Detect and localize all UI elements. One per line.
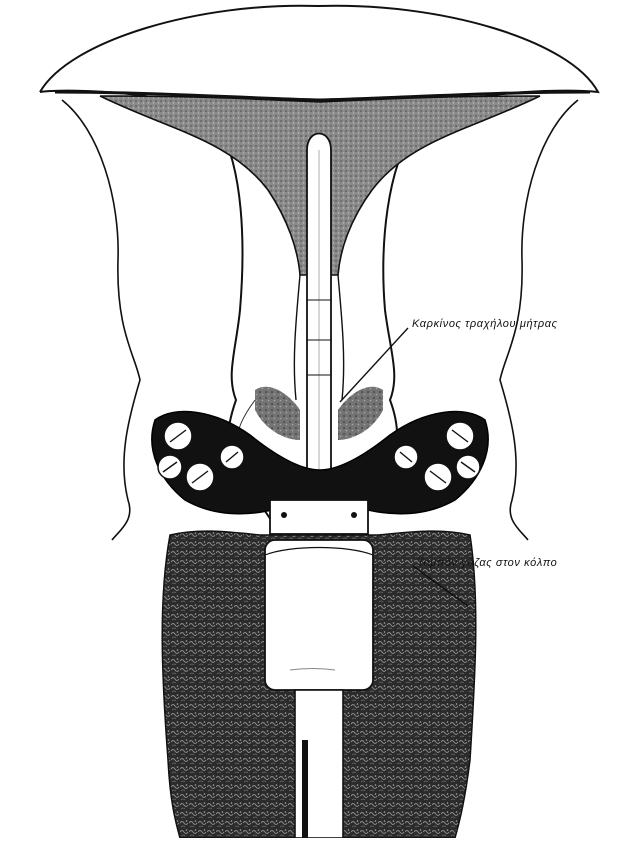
vaginal-cylinder <box>265 540 373 690</box>
cervical-cancer-label: Καρκίνος τραχήλου μήτρας <box>412 318 558 330</box>
cervical-tumor <box>255 387 300 440</box>
gauze-tampon-label: Ταμπόν γάζας στον κόλπο <box>417 557 557 569</box>
